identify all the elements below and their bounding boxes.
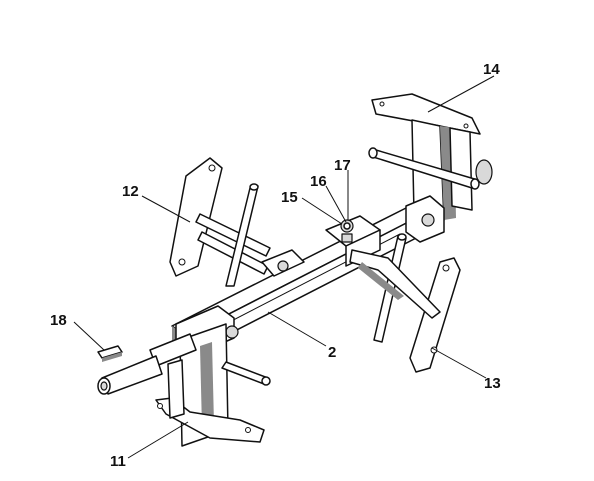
front-shaft (97, 333, 197, 395)
lower-crossbar (221, 361, 271, 386)
label-16: 16 (310, 173, 327, 190)
left-beam-bracket (261, 249, 305, 277)
part-11-lower-bracket (155, 359, 265, 443)
upper-crossbar (368, 147, 480, 190)
label-12: 12 (122, 183, 139, 200)
label-13: 13 (484, 375, 501, 392)
label-17: 17 (334, 157, 351, 174)
part-18-key (97, 345, 123, 362)
label-11: 11 (110, 453, 126, 470)
label-14: 14 (483, 61, 500, 78)
part-13-tine-plate (349, 249, 461, 373)
part-12-tine-plate (169, 157, 271, 277)
leader-lines (73, 75, 495, 459)
rear-beam-box (405, 195, 445, 243)
part-labels: 14 12 15 16 17 18 2 13 11 (50, 61, 501, 470)
label-15: 15 (281, 189, 298, 206)
label-2: 2 (328, 344, 336, 361)
label-18: 18 (50, 312, 67, 329)
